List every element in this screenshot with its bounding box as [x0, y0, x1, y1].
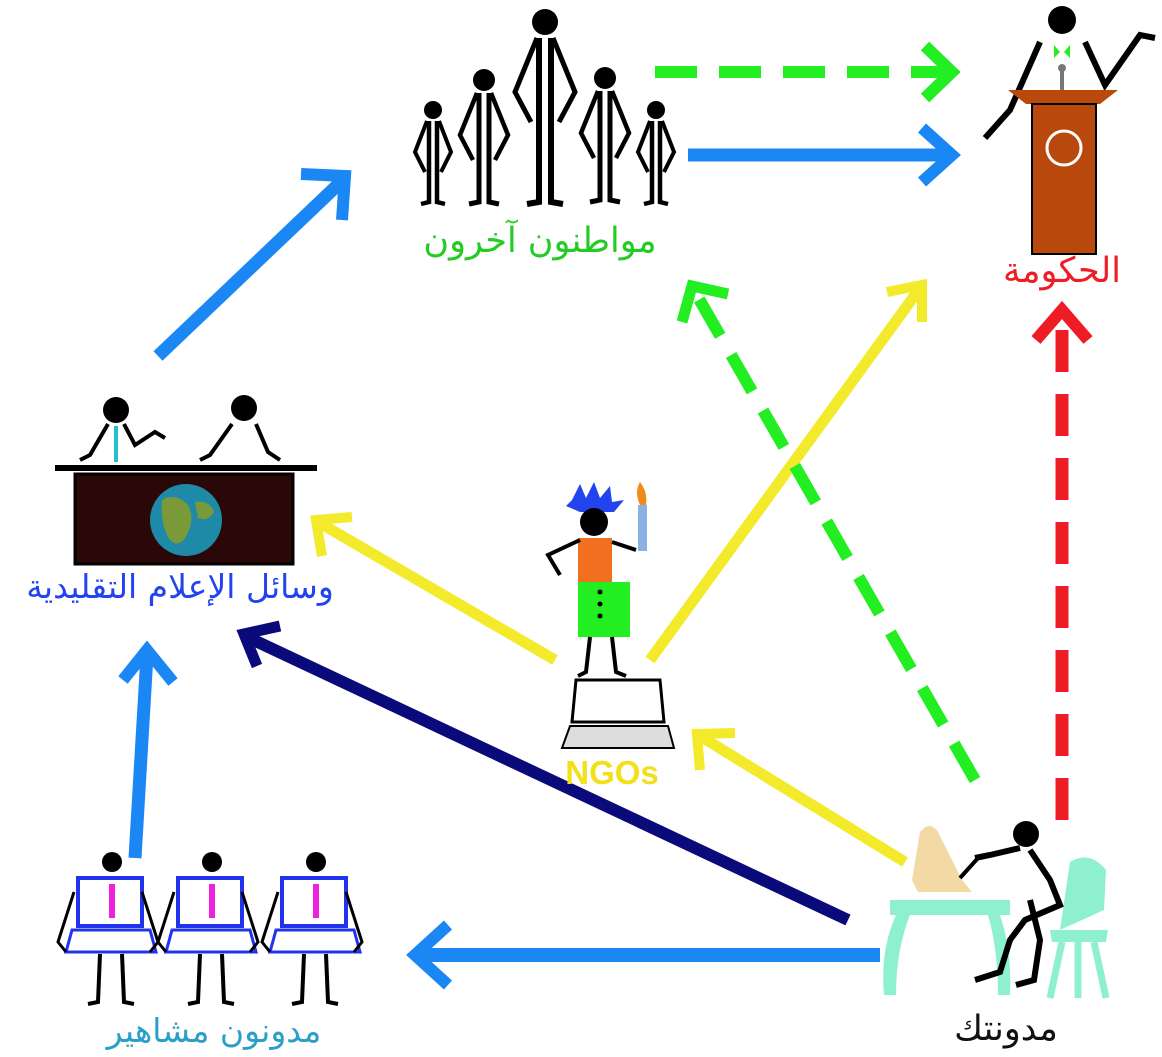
- media-figure: [55, 395, 317, 566]
- arrow-blog-to-citizens-dashed: [676, 279, 981, 783]
- ngos-figure: [545, 482, 676, 749]
- citizen-figure: [578, 67, 632, 205]
- arrow-famous-to-media: [118, 640, 178, 859]
- arrow-ngos-to-government: [645, 278, 927, 664]
- government-figure: [982, 6, 1156, 255]
- citizens-figures: [412, 9, 677, 207]
- blogger-figure: [260, 852, 364, 1006]
- arrow-ngos-to-media: [310, 512, 558, 665]
- citizen-figure: [635, 101, 677, 207]
- citizen-figure: [457, 69, 511, 207]
- blogger-figure: [156, 852, 260, 1006]
- your-blog-figure: [883, 821, 1110, 999]
- label-your-blog: مدونتك: [954, 1009, 1058, 1049]
- arrow-citizens-to-government: [688, 123, 961, 187]
- citizen-figure: [512, 9, 578, 207]
- arrow-blog-to-ngos: [691, 728, 908, 867]
- label-famous-bloggers: مدونون مشاهير: [105, 1011, 322, 1050]
- arrow-media-to-citizens: [153, 168, 352, 361]
- arrow-blog-to-media: [236, 620, 851, 926]
- label-ngos: NGOs: [565, 754, 659, 791]
- labels: مواطنون آخرون الحكومة وسائل الإعلام التق…: [26, 218, 1121, 1050]
- label-government: الحكومة: [1003, 251, 1121, 291]
- arrow-citizens-to-government-dashed: [655, 41, 961, 103]
- label-traditional-media: وسائل الإعلام التقليدية: [26, 567, 334, 606]
- famous-bloggers-figures: [56, 852, 364, 1006]
- citizen-figure: [412, 101, 454, 207]
- blogger-figure: [56, 852, 160, 1006]
- podium: [1031, 103, 1097, 255]
- arrow-blog-to-government-dashed: [1031, 300, 1093, 820]
- arrow-blog-to-famous: [406, 920, 880, 990]
- laptop-icon: [570, 678, 666, 724]
- label-other-citizens: مواطنون آخرون: [423, 218, 656, 261]
- arrows: [118, 41, 1093, 990]
